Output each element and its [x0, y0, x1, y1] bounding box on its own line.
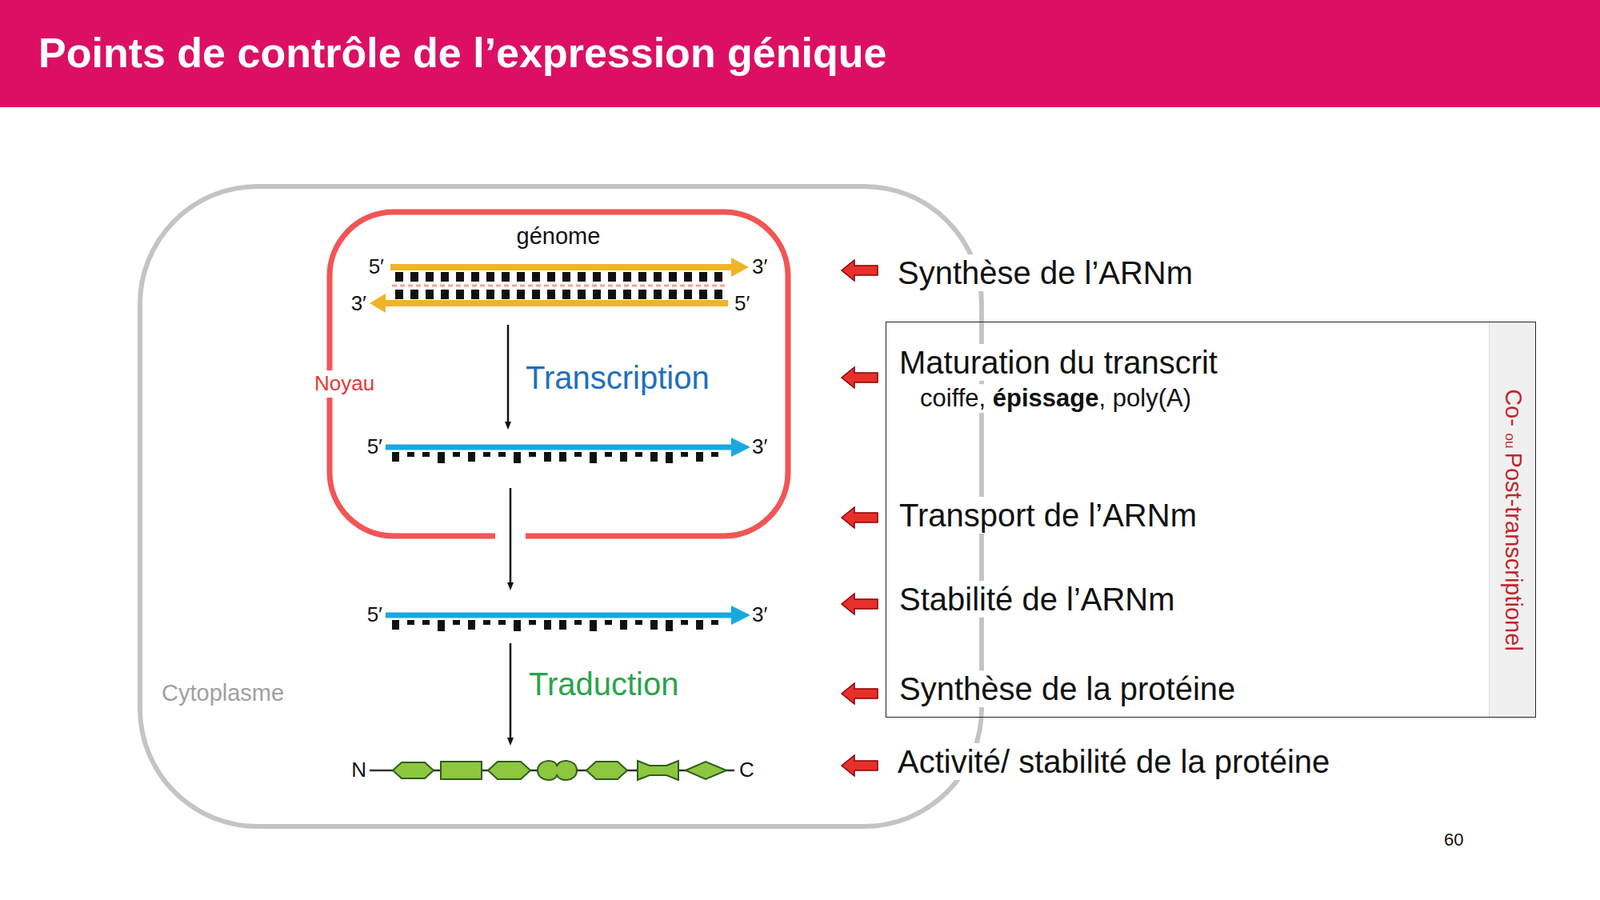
control-point: Synthèse de l’ARNm [894, 254, 1196, 292]
strand-end: 5′ [367, 603, 383, 628]
process-arrow [509, 488, 512, 587]
mrna-strand [385, 605, 751, 632]
strand-label: génome [516, 223, 601, 250]
strand-end: 5′ [367, 435, 383, 460]
text-row: coiffe,épissage, poly(A) [916, 384, 1195, 413]
vertical-text: Co-ouPost-transcriptionel [1499, 388, 1526, 652]
slide-title: Points de contrôle de l’expression géniq… [38, 29, 887, 78]
category-label: ou [1501, 432, 1517, 448]
maturation-step: , poly(A) [1099, 384, 1192, 412]
control-point: Maturation du transcrit [896, 344, 1221, 381]
strand-end: 3′ [752, 603, 768, 628]
strand-end: 3′ [351, 292, 367, 316]
control-point: Stabilité de l’ARNm [896, 580, 1179, 618]
pointer-arrow [841, 260, 878, 776]
maturation-step: épissage [992, 384, 1100, 412]
strand-end: 3′ [752, 255, 768, 280]
cytoplasm-region: NoyauCytoplasme [137, 184, 984, 829]
process-label: Transcription [525, 359, 710, 396]
region-label: Noyau [312, 370, 376, 398]
strand-end: 3′ [752, 435, 768, 460]
control-point: Synthèse de la protéine [896, 670, 1239, 708]
regulation-box: Co-ouPost-transcriptionel Maturation du t… [885, 321, 1536, 718]
dna-double-strand [369, 257, 749, 313]
page-number: 60 [1444, 829, 1464, 850]
strand-end: 5′ [734, 292, 750, 316]
process-label: Traduction [528, 665, 680, 703]
protein-chain [369, 760, 735, 780]
strand-end: 5′ [368, 255, 384, 280]
terminus-label: N [351, 758, 367, 783]
mrna-strand [385, 437, 751, 464]
region-label: Cytoplasme [161, 680, 284, 707]
process-arrow [507, 324, 510, 426]
maturation-step: coiffe, [920, 384, 986, 412]
terminus-label: C [739, 758, 755, 783]
control-point: Activité/ stabilité de la protéine [894, 743, 1333, 780]
control-point: Transport de l’ARNm [896, 496, 1200, 534]
process-arrow [509, 643, 512, 742]
category-label: Post-transcriptionel [1500, 452, 1526, 651]
category-label: Co- [1500, 388, 1526, 427]
category-band: Co-ouPost-transcriptionel [1488, 322, 1536, 717]
